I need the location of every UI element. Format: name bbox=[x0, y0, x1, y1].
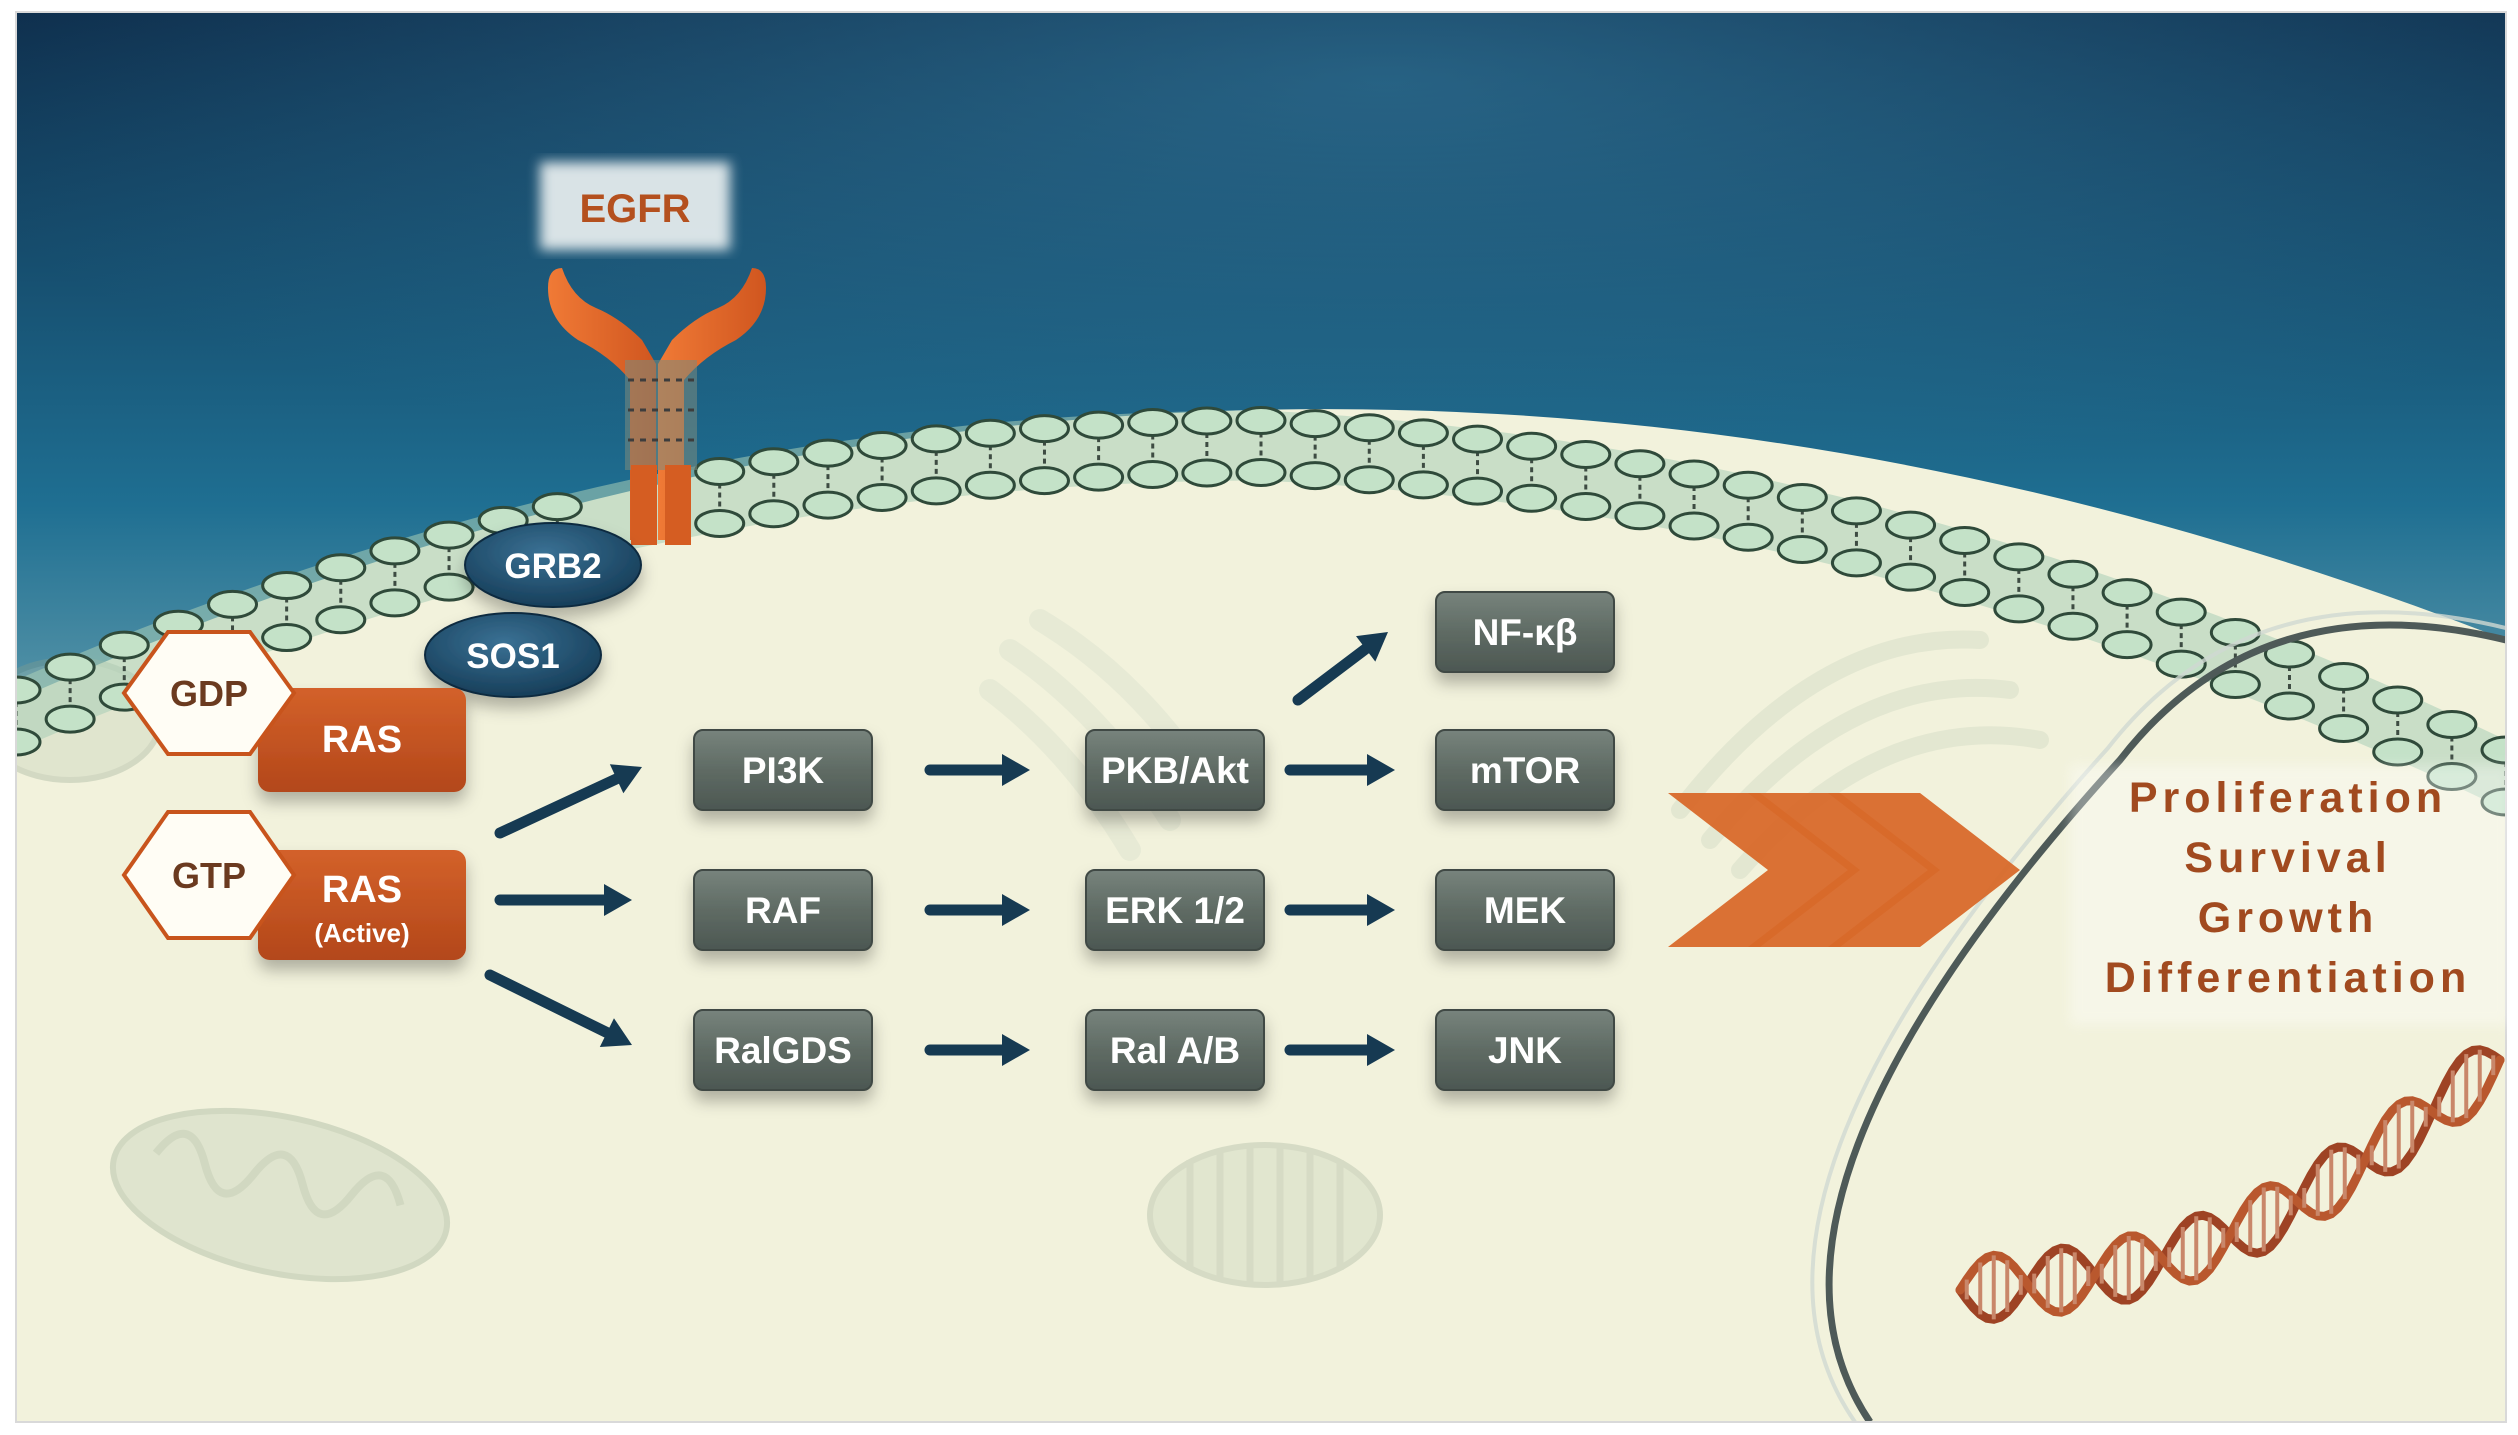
node-raf-3-label: MEK bbox=[1484, 890, 1567, 931]
egfr-arm-left bbox=[548, 268, 656, 540]
node-ralgds-2 bbox=[1085, 1009, 1265, 1091]
node-raf-2 bbox=[1085, 869, 1265, 951]
chevrons-icon bbox=[1668, 793, 2020, 947]
outcomes-list: ProliferationSurvivalGrowthDifferentiati… bbox=[2105, 774, 2471, 1002]
outcome-proliferation: Proliferation bbox=[2129, 774, 2447, 822]
dna-helix-icon bbox=[1955, 1045, 2505, 1324]
nuclear-envelope bbox=[1825, 621, 2506, 1422]
arrows-layer bbox=[484, 632, 1395, 1066]
ras-gtp-box bbox=[258, 850, 466, 960]
node-pi3k-3 bbox=[1435, 729, 1615, 811]
node-pi3k-3-label: mTOR bbox=[1470, 750, 1580, 791]
ras-gtp-sublabel: (Active) bbox=[314, 918, 409, 948]
node-nfkb bbox=[1435, 591, 1615, 673]
outcome-growth: Growth bbox=[2198, 894, 2378, 942]
arrow-row3-step2 bbox=[1284, 1034, 1395, 1066]
adaptor-sos1-label: SOS1 bbox=[466, 637, 559, 676]
mitochondrion-left bbox=[109, 1107, 451, 1283]
outcome-survival: Survival bbox=[2184, 834, 2391, 882]
node-raf-2-label: ERK 1/2 bbox=[1105, 890, 1245, 931]
ras-gdp-box bbox=[258, 688, 466, 792]
node-ralgds-3 bbox=[1435, 1009, 1615, 1091]
gtp-hexagon bbox=[121, 810, 297, 940]
node-raf-1-label: RAF bbox=[745, 890, 821, 931]
ras-gtp-complex: GTP RAS (Active) bbox=[121, 810, 466, 960]
ras-gtp-label: RAS bbox=[322, 869, 402, 911]
node-nfkb-label: NF-κβ bbox=[1473, 612, 1578, 653]
arrow-ras-to-raf bbox=[494, 884, 632, 916]
egfr-label: EGFR bbox=[579, 187, 690, 231]
arrow-row1-step2 bbox=[1284, 754, 1395, 786]
vesicle-center bbox=[1147, 1142, 1383, 1288]
node-ralgds-1 bbox=[693, 1009, 873, 1091]
arrow-row2-step1 bbox=[924, 894, 1030, 926]
node-pi3k-1 bbox=[693, 729, 873, 811]
arrow-row1-step1 bbox=[924, 754, 1030, 786]
arrow-row2-step2 bbox=[1284, 894, 1395, 926]
arrow-row3-step1 bbox=[924, 1034, 1030, 1066]
node-pi3k-2-label: PKB/Akt bbox=[1101, 750, 1249, 791]
node-ralgds-3-label: JNK bbox=[1488, 1030, 1562, 1071]
egfr-label-panel bbox=[540, 162, 730, 250]
ras-gdp-complex: GDP RAS bbox=[121, 630, 466, 792]
node-pi3k-1-label: PI3K bbox=[742, 750, 825, 791]
outcome-differentiation: Differentiation bbox=[2105, 954, 2471, 1002]
arrow-ras-to-ralgds bbox=[484, 969, 632, 1047]
node-raf-1 bbox=[693, 869, 873, 951]
adaptor-grb2-label: GRB2 bbox=[504, 547, 601, 586]
arrow-ras-to-pi3k bbox=[494, 764, 642, 839]
gdp-label: GDP bbox=[170, 673, 248, 714]
gtp-label: GTP bbox=[172, 855, 246, 896]
adaptor-sos1 bbox=[424, 612, 602, 698]
nodes-layer: PI3K PKB/Akt mTOR RAF ERK 1/2 MEK RalGDS Ral A/… bbox=[693, 591, 1615, 1091]
arrow-akt-to-nfkb bbox=[1292, 632, 1388, 706]
adaptor-grb2 bbox=[464, 522, 642, 608]
node-ralgds-1-label: RalGDS bbox=[714, 1030, 852, 1071]
egfr-arm-right bbox=[658, 268, 766, 540]
node-raf-3 bbox=[1435, 869, 1615, 951]
egfr-receptor: EGFR bbox=[540, 162, 766, 545]
node-pi3k-2 bbox=[1085, 729, 1265, 811]
node-ralgds-2-label: Ral A/B bbox=[1110, 1030, 1240, 1071]
gdp-hexagon bbox=[121, 630, 297, 756]
ras-gdp-label: RAS bbox=[322, 719, 402, 761]
